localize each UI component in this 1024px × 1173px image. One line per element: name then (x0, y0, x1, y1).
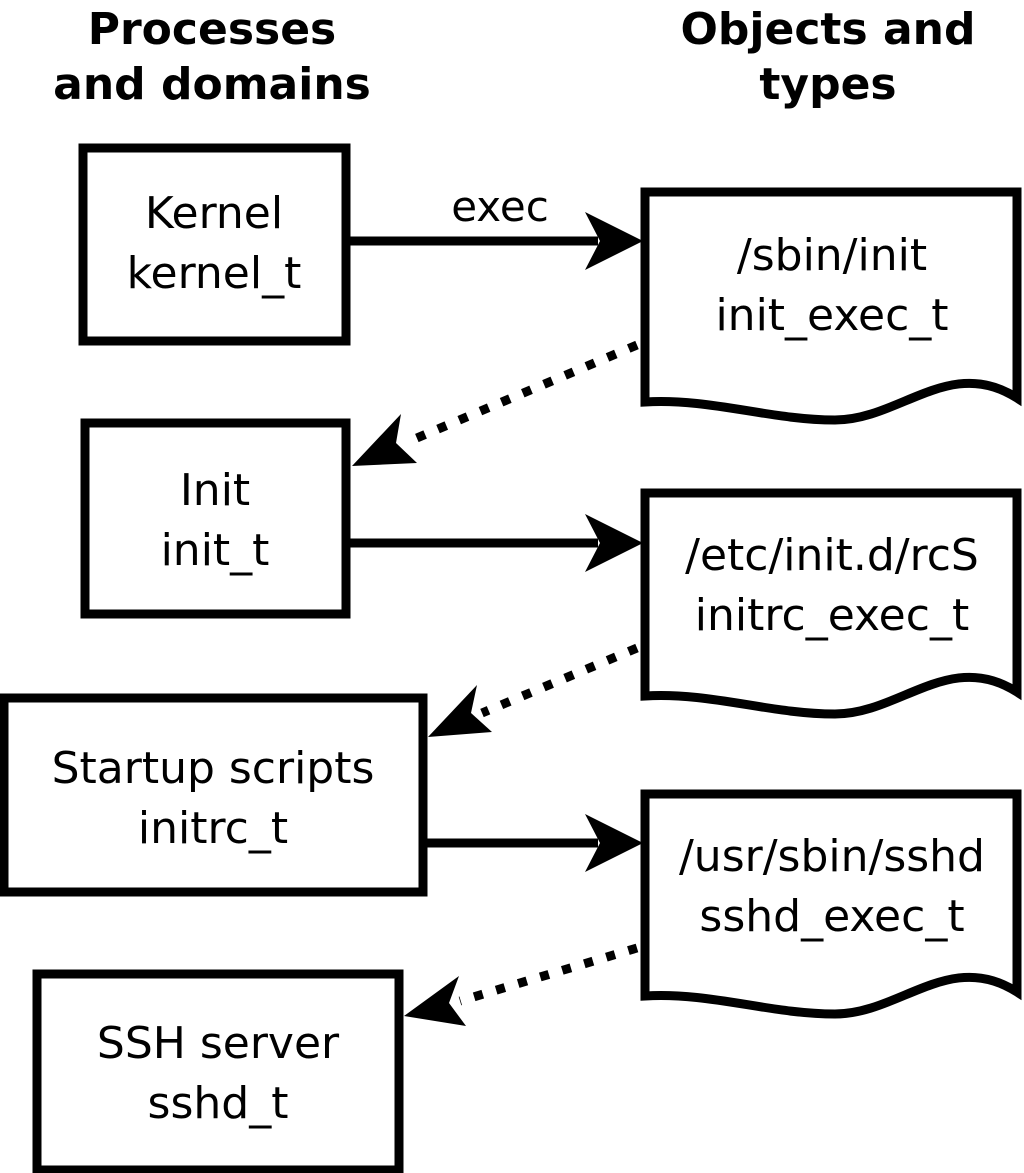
node-init[interactable]: Init init_t (80, 418, 351, 619)
arrowhead-icon (404, 976, 466, 1026)
node-ssh-server[interactable]: SSH server sshd_t (32, 969, 404, 1173)
edge-line (403, 340, 639, 448)
node-ssh-server-line1: SSH server (97, 1018, 340, 1069)
column-heading-processes-line1: Processes (88, 4, 337, 55)
edge-init_exec-transition-init (352, 340, 639, 466)
node-usr-sbin-sshd-line1: /usr/sbin/sshd (679, 831, 985, 882)
node-etc-initd-rcs-document-shape[interactable] (640, 488, 1022, 719)
node-sbin-init-line1: /sbin/init (737, 230, 927, 281)
node-ssh-server-box[interactable] (32, 969, 404, 1173)
node-init-box[interactable] (80, 418, 351, 619)
node-etc-initd-rcs-line2: initrc_exec_t (695, 590, 969, 641)
arrowhead-icon (585, 814, 643, 872)
node-usr-sbin-sshd-line2: sshd_exec_t (699, 891, 964, 942)
node-kernel[interactable]: Kernel kernel_t (78, 143, 351, 346)
edge-label-exec: exec (451, 182, 549, 231)
node-ssh-server-line2: sshd_t (148, 1078, 289, 1129)
node-etc-initd-rcs-line1: /etc/init.d/rcS (685, 530, 979, 581)
arrowhead-icon (352, 414, 417, 466)
column-heading-processes: Processes and domains (53, 4, 371, 110)
node-kernel-box[interactable] (78, 143, 351, 346)
node-etc-initd-rcs[interactable]: /etc/init.d/rcS initrc_exec_t (640, 488, 1022, 719)
edge-initrc_exec-transition-initrc (428, 643, 639, 737)
node-sbin-init-document-shape[interactable] (640, 187, 1022, 425)
column-heading-objects: Objects and types (681, 4, 976, 110)
node-sbin-init[interactable]: /sbin/init init_exec_t (640, 187, 1022, 425)
node-startup-scripts-line1: Startup scripts (52, 743, 375, 794)
edge-sshd_exec-transition-sshd (404, 943, 639, 1026)
node-init-line2: init_t (161, 525, 270, 576)
arrowhead-icon (428, 685, 492, 737)
node-startup-scripts-line2: initrc_t (138, 803, 288, 854)
node-kernel-line2: kernel_t (127, 248, 302, 299)
node-usr-sbin-sshd[interactable]: /usr/sbin/sshd sshd_exec_t (640, 789, 1022, 1019)
edge-initrc-exec-sshd_exec (427, 814, 643, 872)
node-usr-sbin-sshd-document-shape[interactable] (640, 789, 1022, 1019)
column-heading-objects-line2: types (759, 59, 896, 110)
edge-kernel-exec-init_exec: exec (350, 182, 643, 270)
column-heading-processes-line2: and domains (53, 59, 371, 110)
column-heading-objects-line1: Objects and (681, 4, 976, 55)
node-init-line1: Init (180, 465, 250, 516)
node-startup-scripts[interactable]: Startup scripts initrc_t (0, 693, 428, 897)
arrowhead-icon (585, 514, 643, 572)
node-kernel-line1: Kernel (145, 188, 283, 239)
node-sbin-init-line2: init_exec_t (715, 290, 948, 341)
node-startup-scripts-box[interactable] (0, 693, 428, 897)
edge-line (480, 643, 639, 718)
arrowhead-icon (585, 212, 643, 270)
edge-init-exec-initrc_exec (348, 514, 643, 572)
edge-line (458, 943, 639, 1006)
